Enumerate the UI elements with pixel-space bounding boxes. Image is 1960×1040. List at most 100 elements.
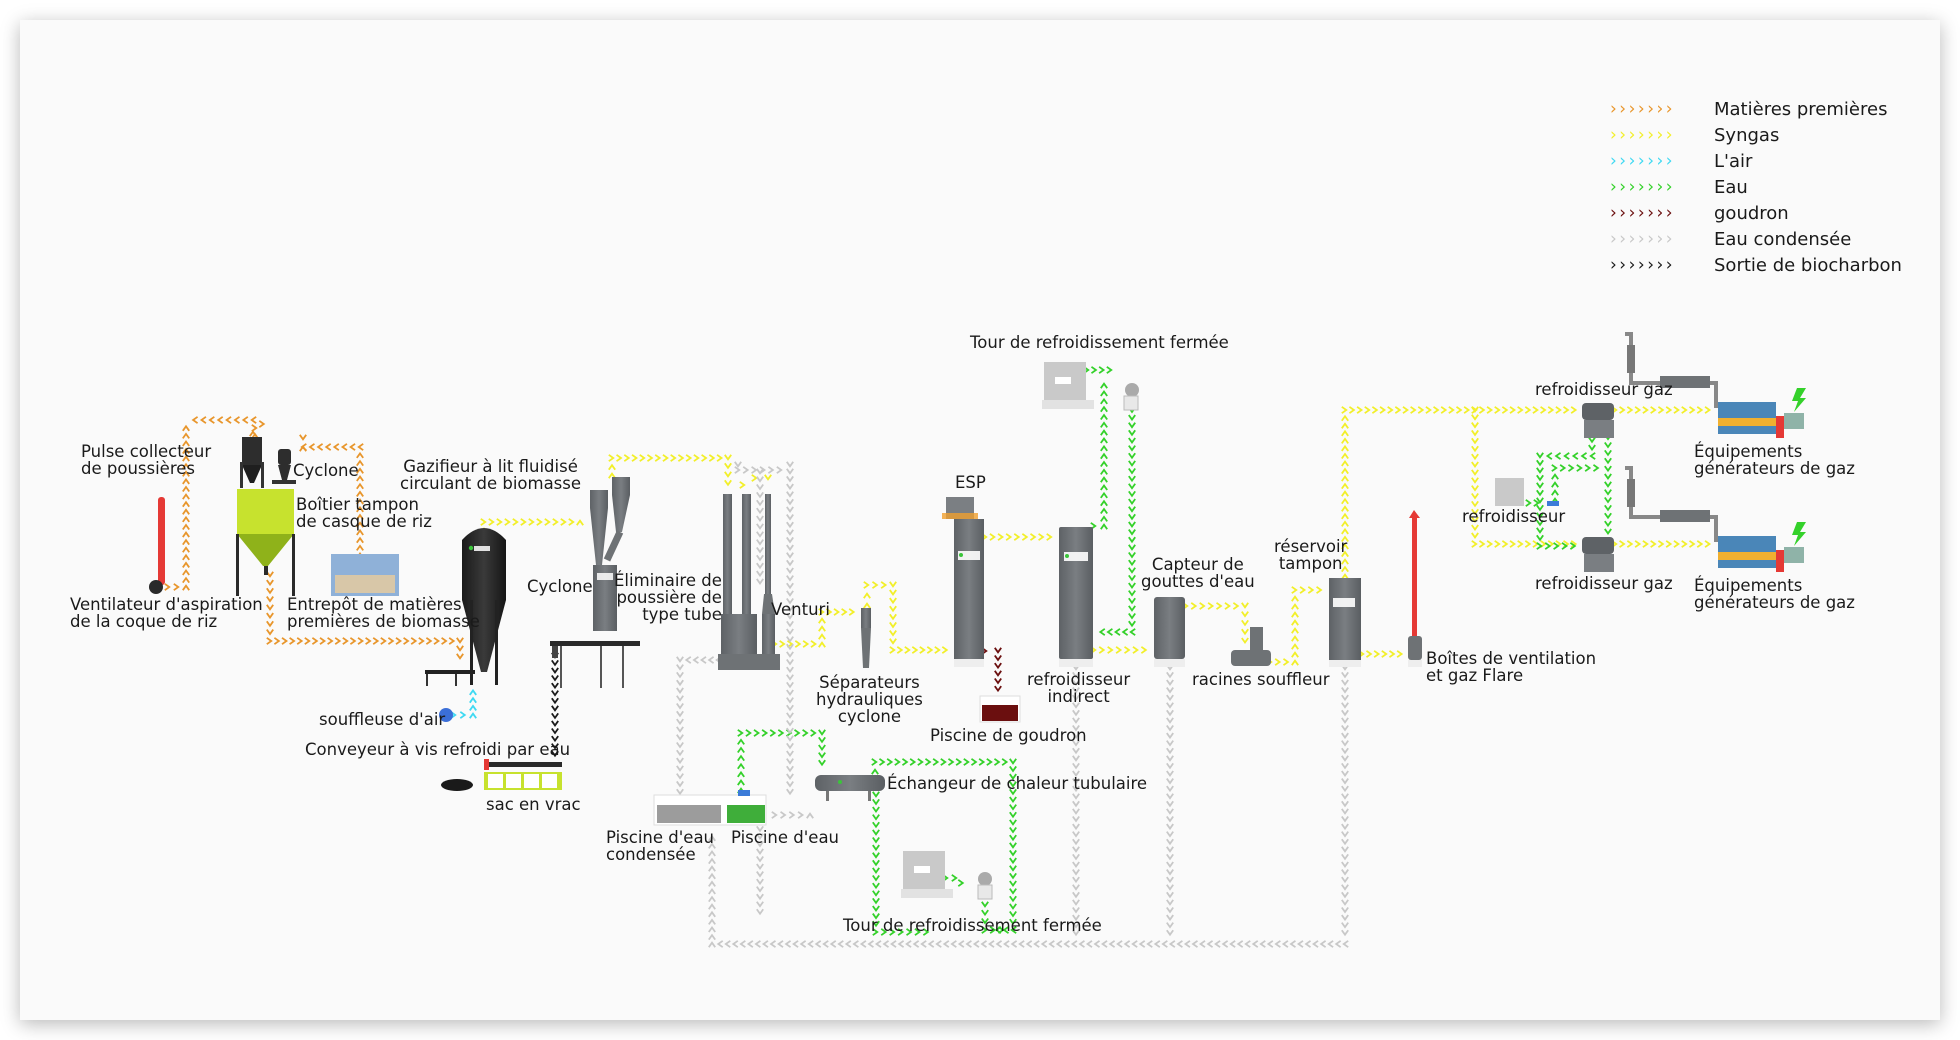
flow-chevron: [1547, 406, 1555, 414]
flow-chevron: [872, 821, 880, 829]
flow-chevron: [1166, 846, 1174, 853]
flow-chevron: [1166, 770, 1174, 777]
flow-chevron: [1619, 406, 1626, 414]
flow-chevron: [1536, 452, 1544, 459]
flow-chevron: [882, 940, 890, 948]
flow-chevron: [456, 645, 464, 652]
flow-chevron: [1100, 413, 1108, 421]
flow-chevron: [1166, 869, 1174, 876]
legend-item: ›››››››Sortie de biocharbon: [1610, 252, 1902, 278]
flow-chevron: [1123, 940, 1131, 948]
flow-chevron: [1166, 922, 1174, 929]
flow-chevron: [1009, 819, 1017, 826]
flow-chevron: [182, 546, 190, 553]
flow-chevron: [1128, 490, 1136, 498]
label-bulk-bag: sac en vrac: [486, 795, 581, 814]
flow-chevron: [1072, 702, 1080, 709]
flow-chevron: [623, 454, 631, 462]
label-air-blower: souffleuse d'air: [319, 710, 446, 729]
flow-chevron: [872, 814, 880, 821]
flow-chevron: [676, 695, 684, 702]
flow-chevron: [1341, 717, 1349, 724]
flow-chevron: [1093, 940, 1101, 948]
flow-chevron: [1128, 429, 1136, 437]
flow-chevron: [1696, 406, 1704, 414]
flow-chevron: [1704, 540, 1712, 548]
flow-chevron: [1005, 533, 1013, 541]
flow-chevron: [356, 451, 364, 459]
flow-chevron: [786, 742, 794, 750]
flow-chevron: [1274, 658, 1282, 666]
flow-chevron: [756, 546, 764, 554]
roots-blower-icon: [1231, 627, 1271, 666]
flow-chevron: [356, 482, 364, 490]
flow-chevron: [769, 729, 777, 737]
flow-chevron: [737, 754, 745, 762]
flow-chevron: [799, 940, 807, 948]
flow-chevron: [1153, 940, 1161, 948]
flow-chevron: [1009, 758, 1017, 765]
flow-chevron: [872, 874, 880, 882]
flow-chevron: [1128, 620, 1136, 628]
flow-chevron: [1072, 687, 1080, 694]
flow-chevron: [469, 696, 477, 704]
flow-chevron: [1681, 540, 1688, 548]
flow-chevron: [1259, 940, 1266, 948]
flow-chevron: [1536, 504, 1544, 512]
flow-chevron: [1040, 940, 1048, 948]
flow-chevron: [1536, 527, 1544, 534]
flow-chevron: [1471, 453, 1479, 461]
pulse-collector-icon: [240, 437, 264, 488]
flow-chevron: [769, 940, 777, 948]
flow-chevron: [349, 443, 356, 451]
flow-chevron: [871, 768, 879, 775]
flow-chevron: [1166, 891, 1174, 899]
flow-chevron: [676, 741, 684, 749]
flow-chevron: [1471, 540, 1478, 548]
flow-chevron: [1455, 406, 1463, 414]
flow-chevron: [872, 829, 880, 836]
flow-chevron: [1281, 940, 1289, 948]
flow-chevron: [1341, 770, 1349, 777]
flow-chevron: [1494, 406, 1501, 414]
flow-chevron: [1665, 540, 1673, 548]
flow-chevron: [1009, 911, 1017, 918]
flow-chevron: [1341, 815, 1349, 823]
flow-chevron: [1100, 390, 1108, 397]
flow-chevron: [387, 637, 395, 645]
flow-chevron: [1166, 899, 1174, 906]
flow-chevron: [810, 640, 817, 648]
flow-chevron: [1289, 940, 1296, 948]
flow-chevron: [469, 688, 477, 696]
flow-chevron: [182, 515, 190, 523]
flow-chevron: [1107, 646, 1114, 654]
flow-chevron: [173, 583, 180, 591]
flow-chevron: [786, 620, 794, 628]
flow-chevron: [676, 757, 684, 765]
flow-chevron: [1009, 857, 1017, 865]
flow-chevron: [753, 729, 761, 737]
flow-chevron: [1166, 914, 1174, 922]
flow-chevron: [551, 674, 559, 682]
flow-chevron: [1009, 811, 1017, 819]
flow-chevron: [1642, 406, 1649, 414]
flow-chevron: [1078, 940, 1085, 948]
flow-chevron: [639, 454, 646, 462]
flow-chevron: [920, 940, 927, 948]
flow-chevron: [867, 940, 874, 948]
flow-chevron: [1013, 533, 1021, 541]
flow-chevron: [1536, 467, 1544, 474]
flow-chevron: [1009, 865, 1017, 872]
flow-chevron: [1517, 540, 1524, 548]
chiller-icon: [1495, 478, 1559, 506]
flow-chevron: [863, 592, 871, 599]
flow-chevron: [1299, 586, 1307, 594]
flow-chevron: [802, 729, 809, 737]
flow-chevron: [1072, 899, 1080, 906]
flow-chevron: [756, 515, 764, 523]
flow-chevron: [1471, 532, 1479, 539]
flow-chevron: [708, 918, 716, 925]
tubular-heat-exchanger-icon: [815, 775, 885, 801]
flow-chevron: [894, 758, 901, 766]
air-blower-icon: [439, 708, 453, 722]
